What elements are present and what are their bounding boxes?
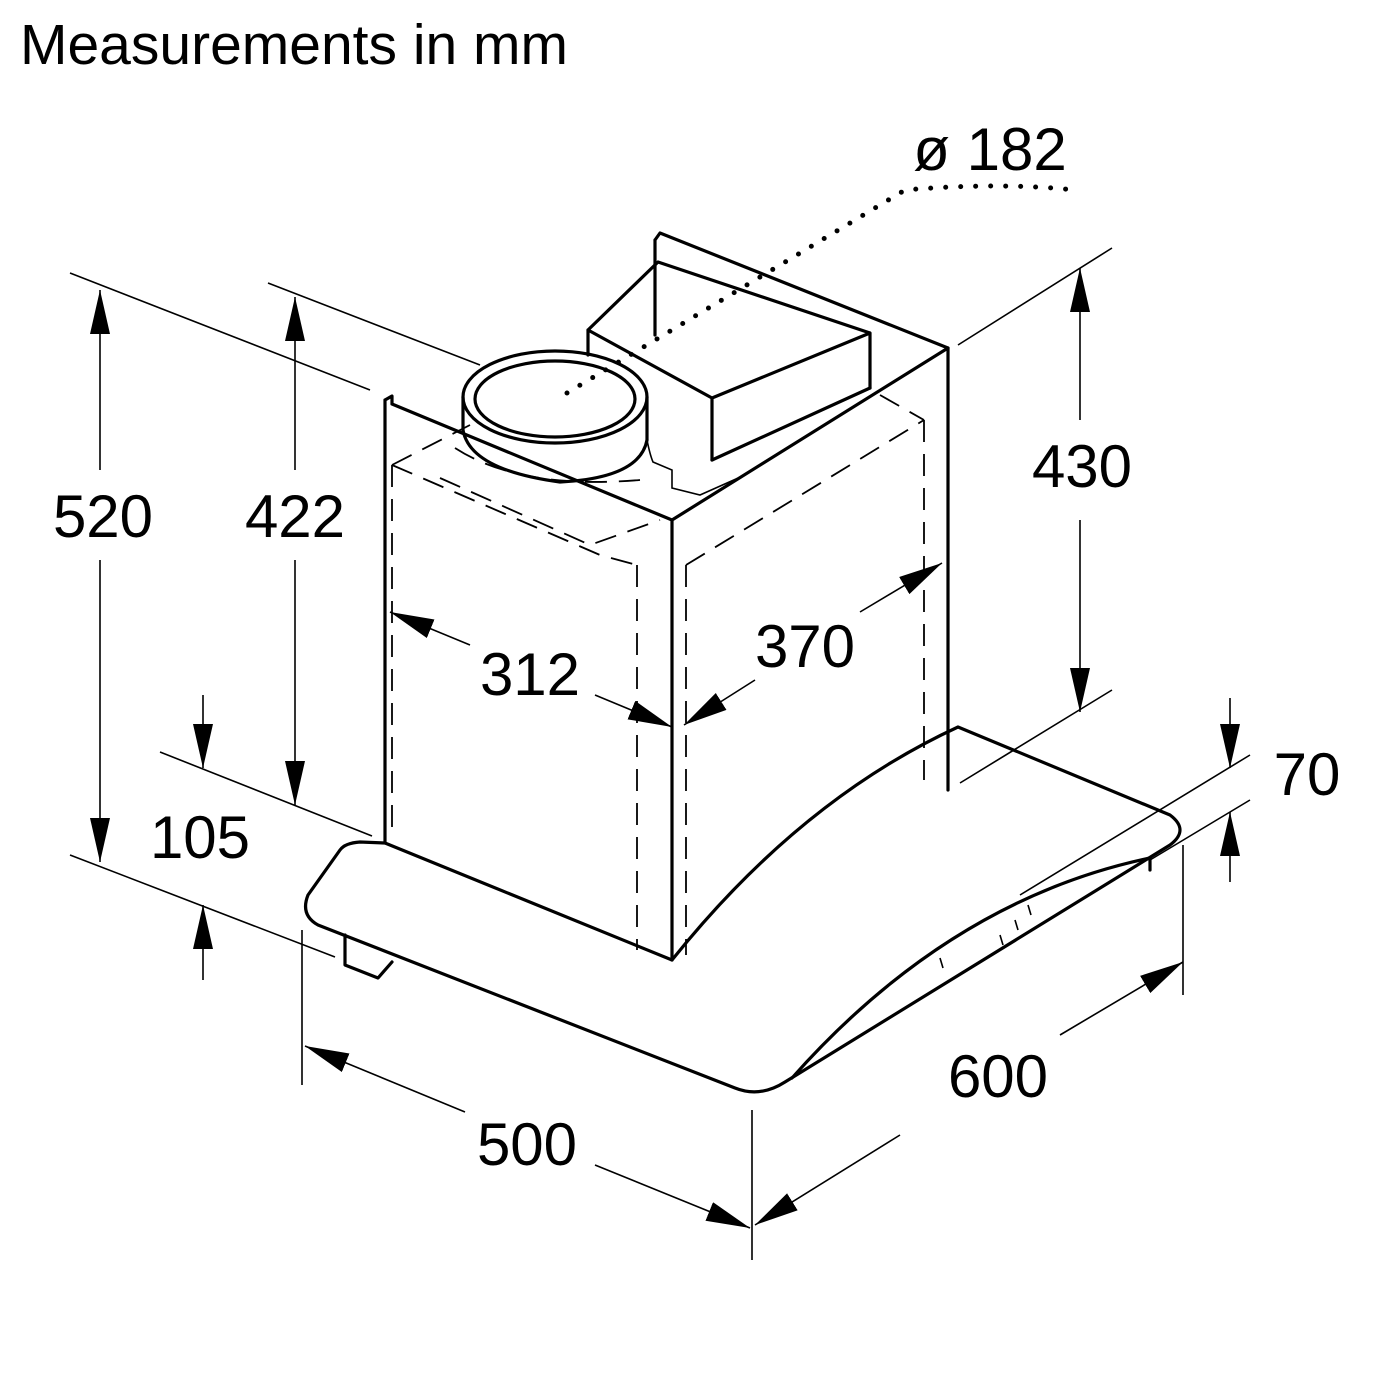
hood-body [304, 231, 1182, 1094]
dimension-lines [69, 247, 1251, 1260]
page-title: Measurements in mm [20, 13, 568, 77]
label-chimney-width: 312 [480, 641, 580, 708]
label-canopy-offset: 105 [150, 804, 250, 871]
label-canopy-thickness: 70 [1274, 741, 1341, 808]
duct-leader-line [564, 183, 1078, 396]
label-total-height: 520 [53, 483, 153, 550]
label-chimney-height: 422 [245, 483, 345, 550]
label-duct-diameter: ø 182 [913, 116, 1066, 183]
label-chimney-depth: 370 [755, 613, 855, 680]
label-width: 600 [948, 1043, 1048, 1110]
label-back-plate-height: 430 [1032, 433, 1132, 500]
label-depth: 500 [477, 1111, 577, 1178]
